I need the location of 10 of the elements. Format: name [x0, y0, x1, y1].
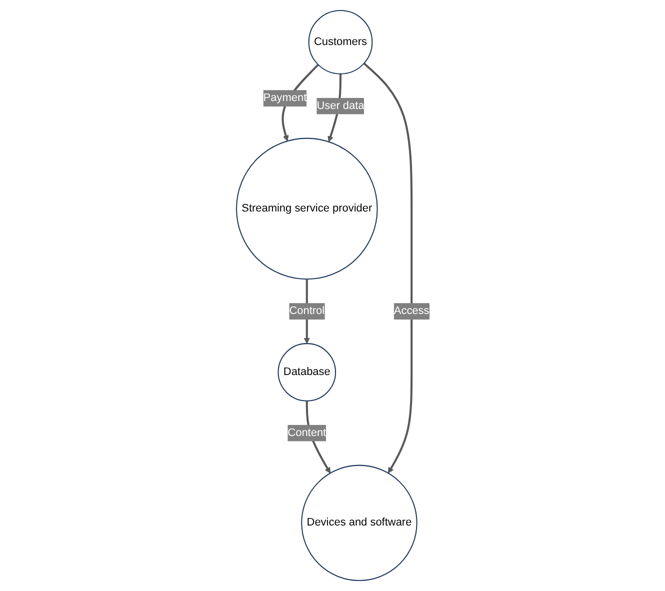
- edge-label: User data: [316, 100, 364, 112]
- node-circle: Database: [277, 343, 336, 402]
- node-circle: Streaming service provider: [236, 138, 378, 280]
- edge-label: Payment: [262, 92, 306, 104]
- edge-label: Access: [394, 305, 429, 317]
- edge-label: Control: [288, 305, 324, 317]
- edge-label: Content: [287, 426, 326, 439]
- node-circle: Customers: [308, 10, 372, 74]
- arrow: [362, 62, 412, 474]
- node-circle: Devices and software: [300, 464, 417, 582]
